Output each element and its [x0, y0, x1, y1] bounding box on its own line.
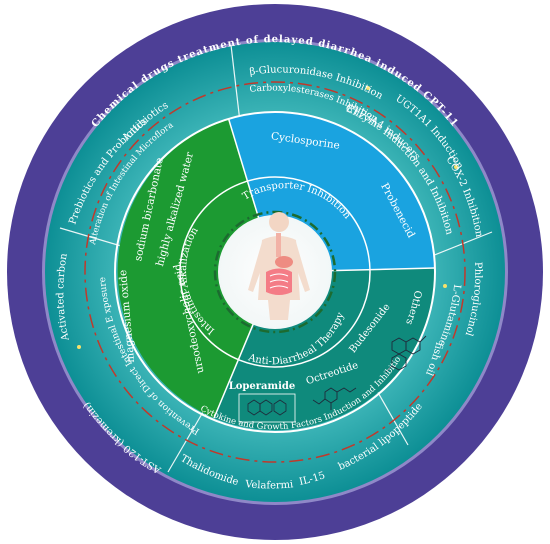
decor-dot [77, 345, 81, 349]
outer-dash-circle [84, 81, 466, 463]
decor-dot [443, 284, 447, 288]
octreotide-structure-icon [312, 387, 357, 410]
label-loperamide: Loperamide [229, 381, 296, 392]
wedge-alkalization [117, 118, 275, 419]
decor-dot [366, 86, 370, 90]
loperamide-structure-icon [238, 393, 296, 423]
budesonide-structure-icon [385, 335, 427, 373]
human-body-icon [248, 212, 310, 320]
decor-dot [454, 165, 458, 169]
